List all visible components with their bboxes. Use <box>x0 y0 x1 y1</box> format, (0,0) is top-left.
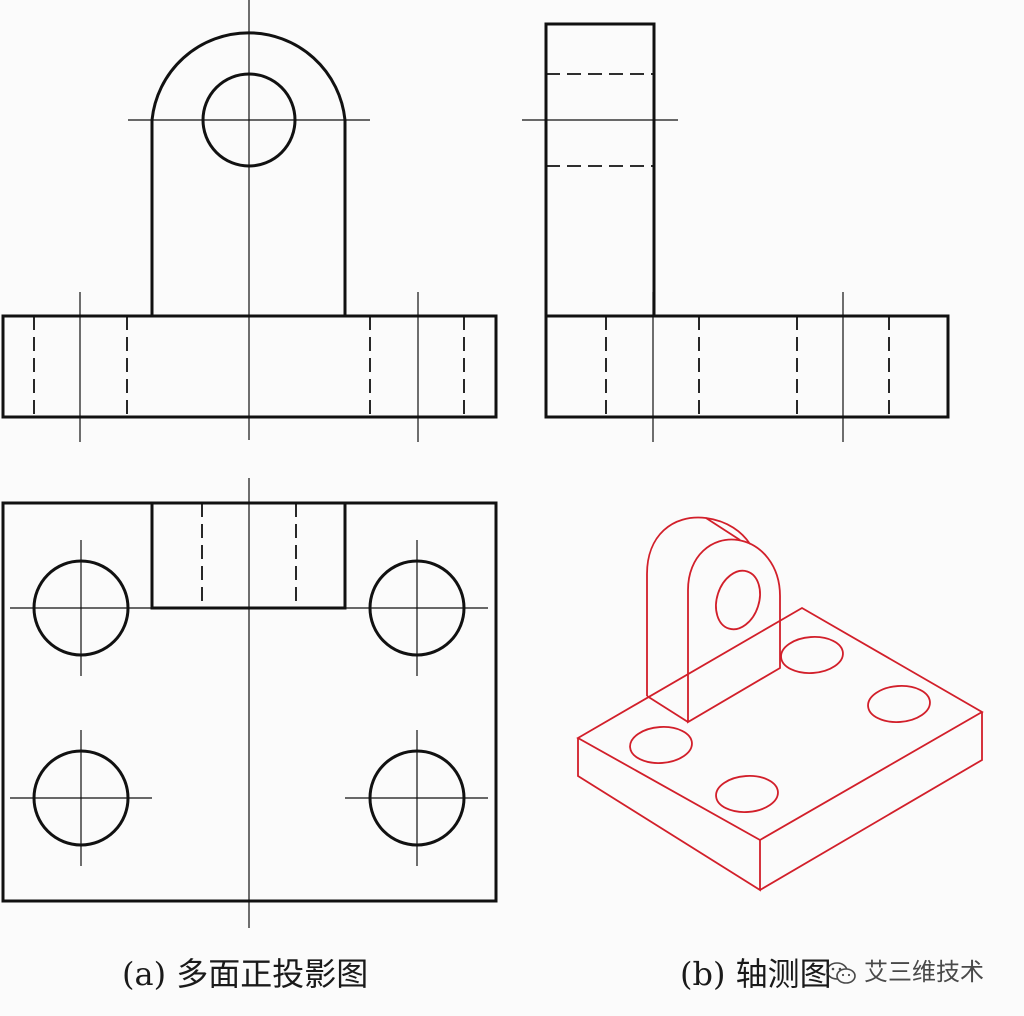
axo-ear-left-face <box>646 516 751 696</box>
axo-base-hole-front <box>715 775 779 813</box>
axo-base-side-face <box>759 712 983 891</box>
top-hidden-lines <box>201 503 297 608</box>
watermark-text: 艾三维技术 <box>864 958 984 986</box>
wechat-icon <box>826 962 856 984</box>
front-view <box>1 0 498 442</box>
caption-orthographic-views: (a) 多面正投影图 <box>122 955 369 993</box>
axo-base-hole-left <box>629 726 693 764</box>
side-center-lines <box>522 119 844 442</box>
axo-ear-bottom-edge <box>646 695 689 723</box>
watermark: 艾三维技术 <box>826 952 984 992</box>
axo-ear-hole <box>715 569 761 631</box>
top-center-lines <box>10 478 488 928</box>
side-base-outline <box>544 314 950 419</box>
caption-axonometric-view: (b) 轴测图 <box>680 955 832 993</box>
front-center-lines <box>79 0 419 442</box>
side-view <box>522 22 950 442</box>
top-view <box>1 478 498 928</box>
axo-base-front-face <box>577 738 761 892</box>
front-hidden-lines <box>33 316 465 417</box>
side-hidden-lines <box>546 73 890 417</box>
axo-base-hole-back <box>780 636 844 674</box>
axo-ear-top-edge <box>705 517 741 541</box>
axo-ear-front-face <box>687 538 781 724</box>
side-ear-outline <box>544 22 656 316</box>
axonometric-view <box>576 516 984 892</box>
axo-base-hole-right <box>867 685 931 723</box>
